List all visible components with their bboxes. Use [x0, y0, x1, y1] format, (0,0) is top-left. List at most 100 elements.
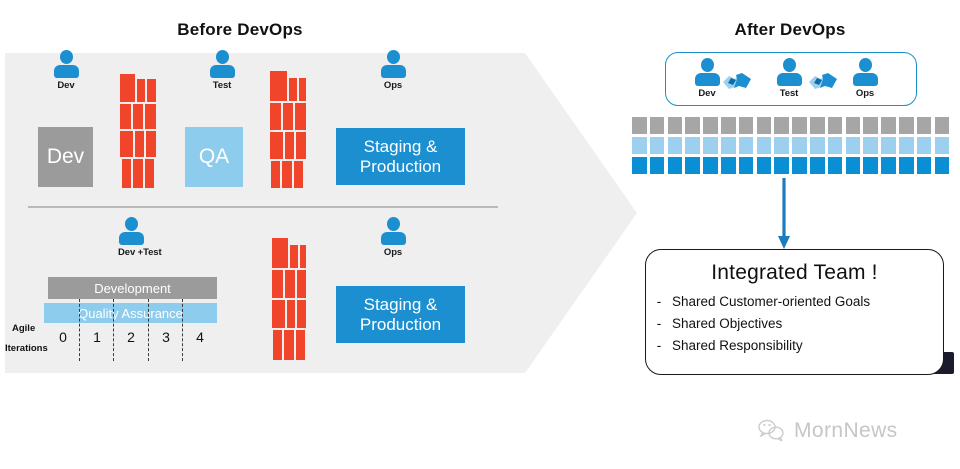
grid-square: [934, 117, 950, 134]
person-ops-after: Ops: [852, 58, 878, 99]
integrated-team-list-item: -Shared Responsibility: [646, 338, 943, 355]
block-qa: QA: [185, 127, 243, 187]
person-label: Dev: [698, 88, 716, 99]
grid-square: [827, 137, 843, 154]
grid-square: [667, 137, 683, 154]
person-ops-bottom: Ops: [380, 217, 406, 258]
person-label: Test: [212, 80, 232, 91]
grid-square: [863, 117, 878, 134]
flow-down-arrow: [778, 178, 790, 249]
agile-iterations-label-line2: Iterations: [5, 343, 48, 354]
grid-square: [810, 117, 825, 134]
grid-square: [738, 117, 754, 134]
brick-wall-3: [272, 238, 306, 360]
person-label: Test: [779, 88, 799, 99]
grid-square: [792, 137, 807, 154]
person-head-icon: [215, 50, 229, 64]
block-line1: Staging &: [363, 295, 438, 315]
grid-square: [916, 157, 932, 174]
panel-divider: [28, 206, 498, 208]
grid-square: [632, 157, 647, 174]
grid-square: [881, 137, 896, 154]
person-head-icon: [700, 58, 714, 72]
grid-square: [667, 117, 683, 134]
grid-square: [756, 157, 772, 174]
block-staging-production-bottom: Staging & Production: [336, 286, 465, 343]
grid-square: [863, 157, 878, 174]
person-body-icon: [118, 232, 144, 245]
grid-square: [685, 137, 700, 154]
grid-square: [899, 117, 914, 134]
person-body-icon: [694, 73, 720, 86]
handshake-icon: [809, 73, 837, 89]
grid-square: [916, 117, 932, 134]
grid-square: [792, 117, 807, 134]
integrated-team-title: Integrated Team !: [711, 261, 878, 284]
block-line2: Production: [359, 156, 442, 176]
grid-square: [827, 157, 843, 174]
grid-square: [756, 137, 772, 154]
grid-square: [792, 157, 807, 174]
iteration-number: 4: [196, 329, 204, 345]
brick-wall-1: [120, 74, 156, 188]
grid-square: [899, 137, 914, 154]
brick-wall-2: [270, 71, 306, 188]
grid-square: [632, 137, 647, 154]
grid-square: [685, 117, 700, 134]
person-test-top: Test: [209, 50, 235, 91]
block-line1: Staging &: [363, 137, 438, 157]
person-label: Ops: [383, 80, 403, 91]
person-head-icon: [858, 58, 872, 72]
person-body-icon: [380, 65, 406, 78]
grid-square: [774, 157, 789, 174]
person-label: Ops: [855, 88, 875, 99]
integrated-team-list: -Shared Customer-oriented Goals-Shared O…: [646, 294, 943, 355]
block-line2: Production: [359, 314, 442, 334]
integrated-team-box: Integrated Team ! -Shared Customer-orien…: [645, 249, 944, 375]
agile-iterations-label-line1: Agile: [12, 323, 36, 334]
person-ops-top: Ops: [380, 50, 406, 91]
person-body-icon: [852, 73, 878, 86]
iteration-tick: [79, 299, 80, 361]
grid-square: [721, 117, 736, 134]
person-body-icon: [776, 73, 802, 86]
bullet-marker: -: [656, 315, 662, 331]
iteration-number: 0: [59, 329, 67, 345]
iteration-tick: [182, 299, 183, 361]
bullet-marker: -: [656, 294, 662, 309]
person-head-icon: [386, 217, 400, 231]
grid-square: [649, 157, 665, 174]
grid-square: [845, 117, 861, 134]
integrated-team-list-item: -Shared Customer-oriented Goals: [646, 294, 943, 311]
list-item-text: Shared Customer-oriented Goals: [672, 294, 871, 309]
person-head-icon: [124, 217, 138, 231]
grid-square: [810, 157, 825, 174]
grid-square: [774, 117, 789, 134]
block-dev: Dev: [38, 127, 93, 187]
grid-square: [721, 137, 736, 154]
wechat-logo-icon: [758, 419, 784, 442]
grid-square: [721, 157, 736, 174]
list-item-text: Shared Responsibility: [672, 337, 803, 353]
person-head-icon: [386, 50, 400, 64]
iteration-tick: [148, 299, 149, 361]
grid-square: [649, 117, 665, 134]
grid-square: [881, 117, 896, 134]
grid-square: [703, 117, 718, 134]
grid-square: [738, 137, 754, 154]
pipeline-square-grid: [632, 117, 952, 177]
watermark-text: MornNews: [794, 419, 898, 442]
person-body-icon: [53, 65, 79, 78]
grid-square: [738, 157, 754, 174]
list-item-text: Shared Objectives: [672, 315, 783, 331]
person-body-icon: [209, 65, 235, 78]
grid-square: [845, 137, 861, 154]
grid-square: [632, 117, 647, 134]
grid-square: [881, 157, 896, 174]
iteration-number: 1: [93, 329, 101, 345]
grid-square: [810, 137, 825, 154]
block-staging-production-top: Staging & Production: [336, 128, 465, 185]
bar-quality-assurance: Quality Assurance: [44, 303, 217, 323]
after-devops-title: After DevOps: [734, 20, 846, 39]
